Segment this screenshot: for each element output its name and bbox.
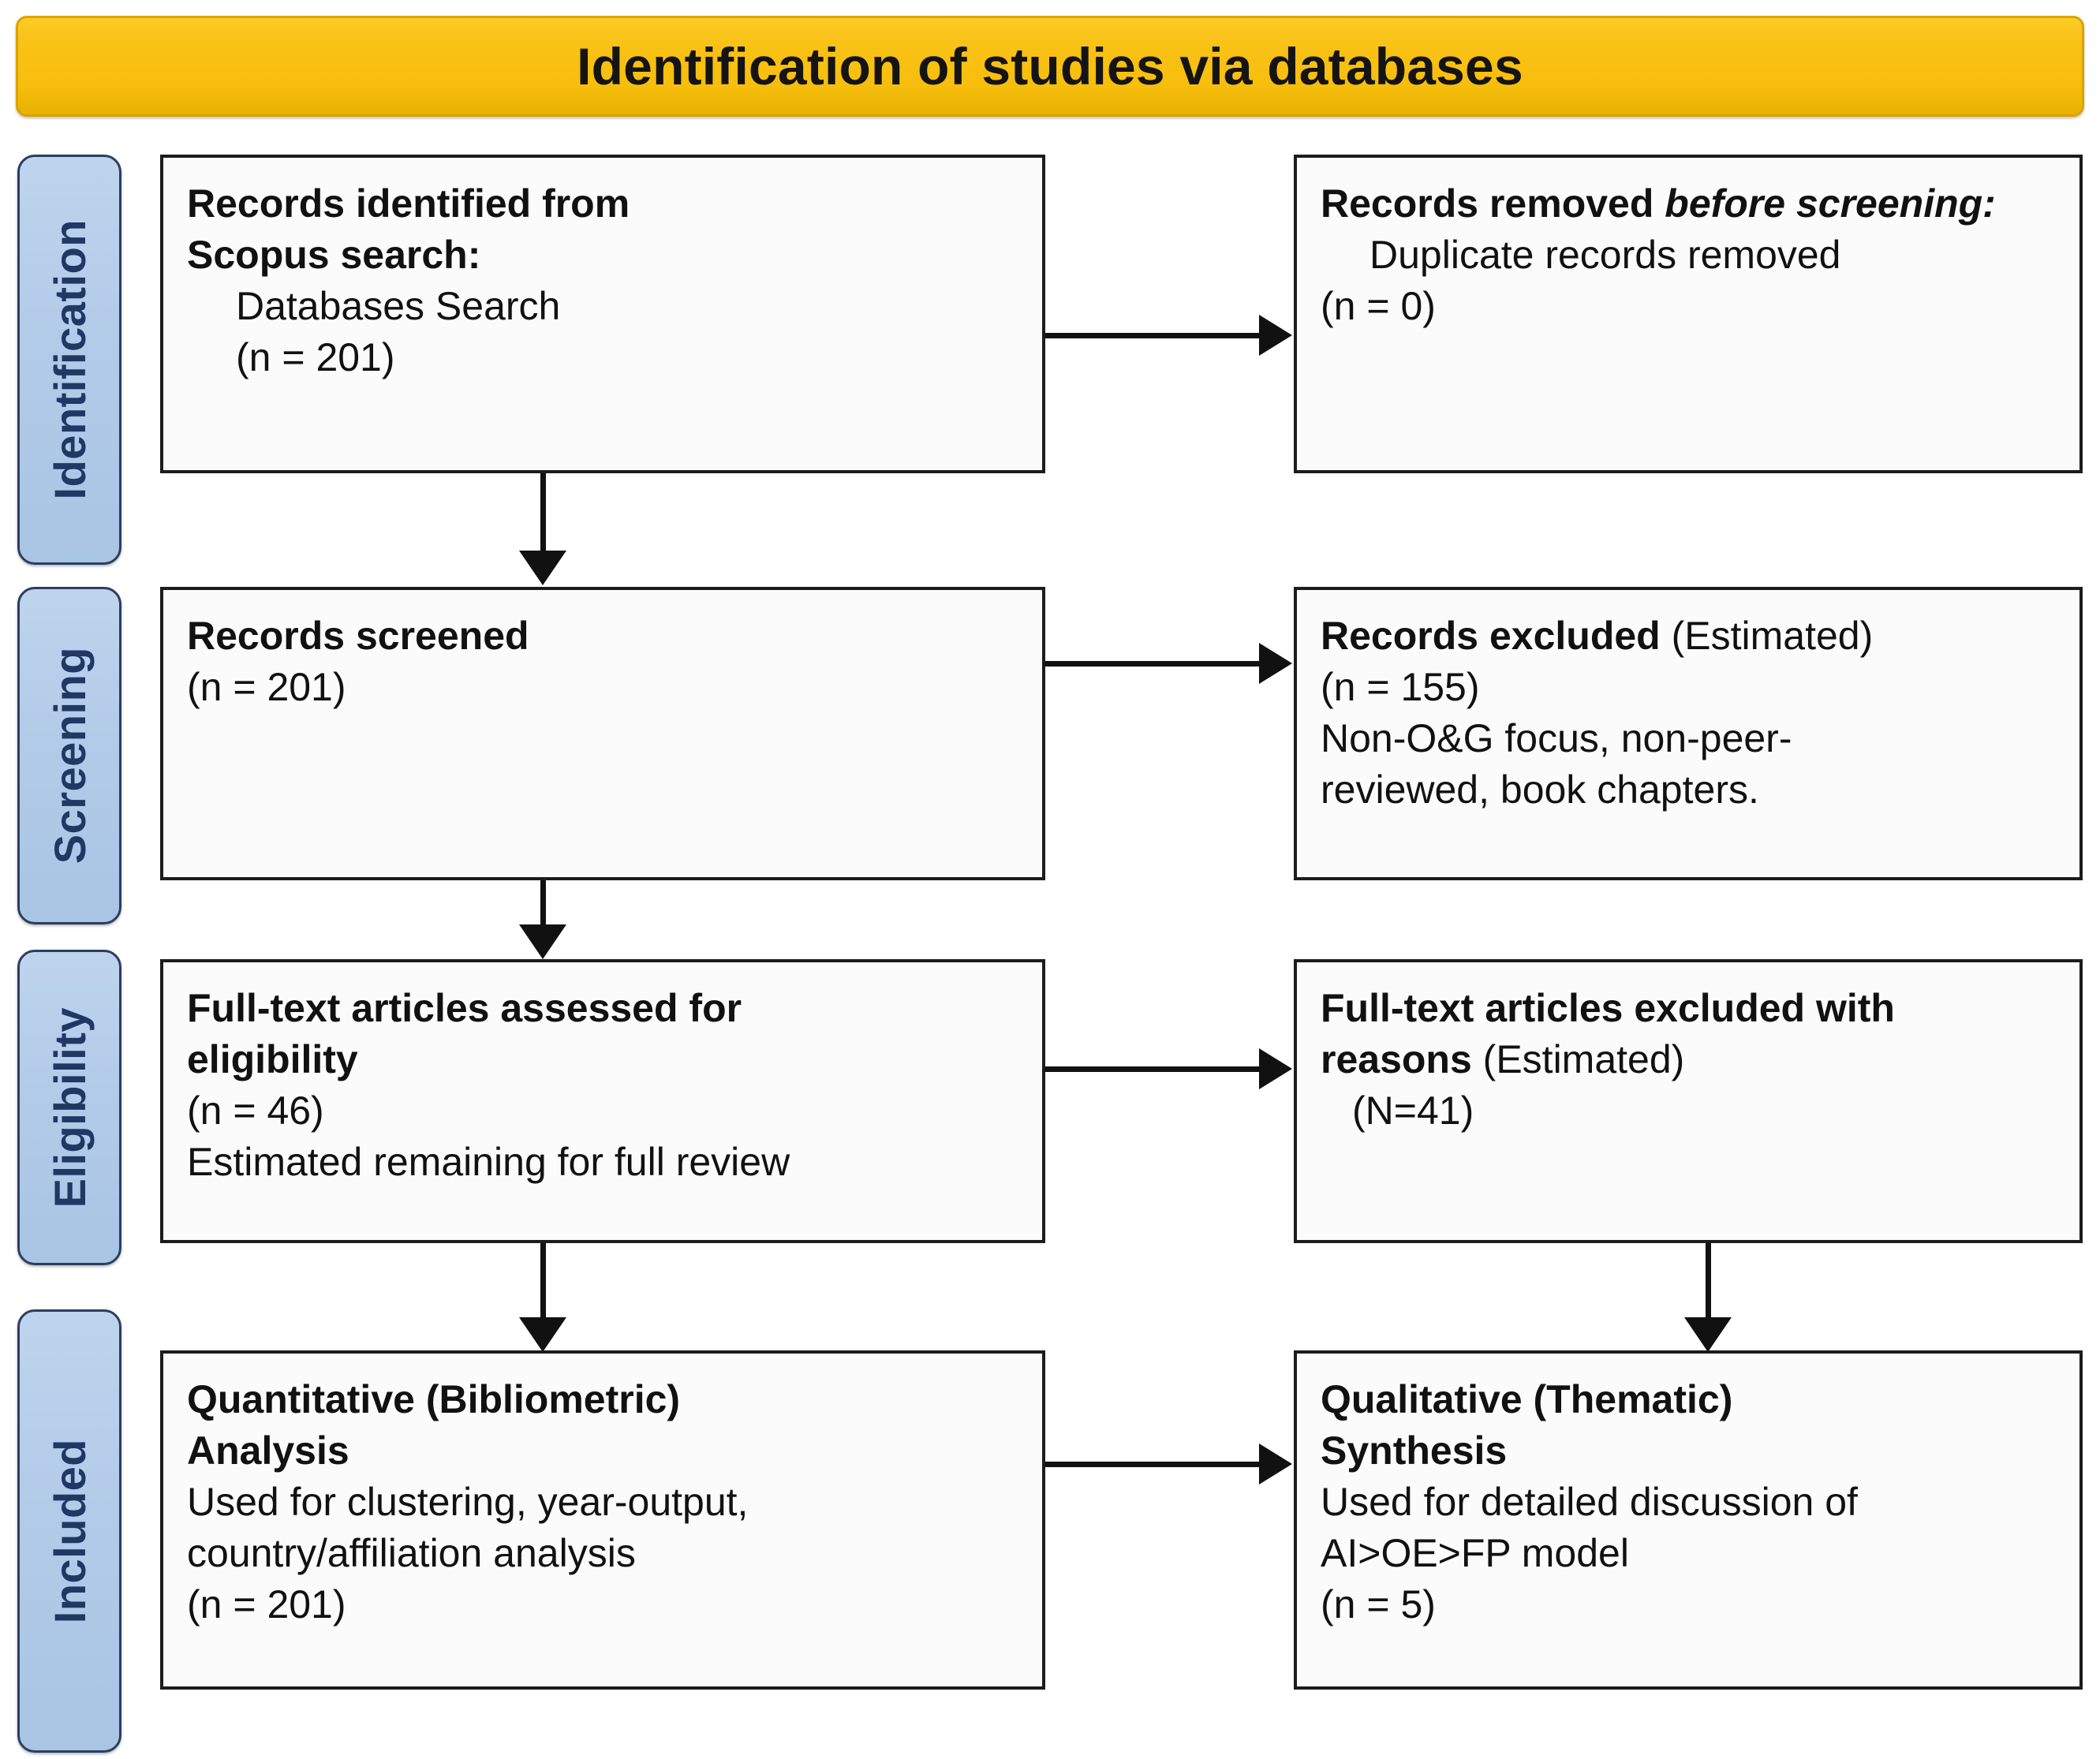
records-excluded-heading: Records excluded [1321,614,1672,658]
arrowhead-fulltext-to-quantitative [519,1317,566,1352]
connector-screened-to-fulltext [540,880,546,929]
stage-label-screening-text: Screening [44,647,95,865]
stage-label-included: Included [17,1309,121,1753]
connector-quantitative-to-qualitative [1045,1462,1261,1467]
box-fulltext-assessed: Full-text articles assessed for eligibil… [160,959,1045,1243]
stage-label-screening: Screening [17,587,121,924]
records-excluded-reason-line2: reviewed, book chapters. [1321,767,1759,812]
fulltext-assessed-count: (n = 46) [187,1089,324,1133]
qualitative-heading-line2: Synthesis [1321,1428,1508,1473]
records-excluded-reason-line1: Non-O&G focus, non-peer- [1321,716,1792,760]
box-quantitative-analysis: Quantitative (Bibliometric) Analysis Use… [160,1350,1045,1690]
box-records-excluded: Records excluded (Estimated) (n = 155) N… [1294,587,2083,880]
quantitative-count: (n = 201) [187,1582,346,1626]
fulltext-assessed-note: Estimated remaining for full review [187,1140,790,1184]
connector-fulltext-to-quantitative [540,1243,546,1320]
fulltext-excluded-count: (N=41) [1352,1089,1474,1133]
arrowhead-screened-to-excluded [1259,643,1292,684]
connector-identified-to-screened [540,473,546,552]
qualitative-desc-line2: AI>OE>FP model [1321,1531,1629,1575]
qualitative-desc-line1: Used for detailed discussion of [1321,1480,1858,1524]
fulltext-assessed-heading-line2: eligibility [187,1037,358,1081]
records-excluded-count: (n = 155) [1321,665,1480,709]
records-excluded-heading-note: (Estimated) [1671,614,1874,658]
records-screened-count: (n = 201) [187,665,346,709]
quantitative-desc-line2: country/affiliation analysis [187,1531,636,1575]
records-removed-detail: Duplicate records removed [1369,233,1841,277]
box-records-removed: Records removed before screening: Duplic… [1294,155,2083,473]
diagram-title: Identification of studies via databases [577,37,1523,95]
arrowhead-screened-to-fulltext [519,924,566,959]
arrowhead-ftexcluded-to-qualitative [1684,1317,1732,1352]
connector-fulltext-to-excluded [1045,1066,1261,1072]
arrowhead-identified-to-screened [519,551,566,585]
records-removed-heading-italic: before screening: [1665,181,1996,226]
connector-ftexcluded-to-qualitative [1706,1243,1711,1320]
records-identified-heading: Records identified from [187,181,630,226]
box-records-identified: Records identified from Scopus search: D… [160,155,1045,473]
fulltext-excluded-heading-line1: Full-text articles excluded with [1321,986,1895,1030]
quantitative-desc-line1: Used for clustering, year-output, [187,1480,749,1524]
box-fulltext-excluded: Full-text articles excluded with reasons… [1294,959,2083,1243]
records-removed-heading: Records removed [1321,181,1665,226]
records-removed-count: (n = 0) [1321,284,1436,328]
stage-label-identification-text: Identification [44,219,95,500]
records-identified-count: (n = 201) [236,335,395,379]
arrowhead-fulltext-to-excluded [1259,1048,1292,1089]
stage-label-eligibility-text: Eligibility [44,1006,95,1208]
records-identified-subheading: Scopus search: [187,233,481,277]
fulltext-excluded-heading-line2: reasons [1321,1037,1483,1081]
quantitative-heading-line1: Quantitative (Bibliometric) [187,1377,681,1421]
connector-identified-to-removed [1045,333,1261,338]
stage-label-included-text: Included [44,1438,95,1624]
quantitative-heading-line2: Analysis [187,1428,349,1473]
arrowhead-identified-to-removed [1259,315,1292,356]
diagram-header-banner: Identification of studies via databases [16,16,2084,117]
connector-screened-to-excluded [1045,661,1261,667]
qualitative-count: (n = 5) [1321,1582,1436,1626]
box-qualitative-synthesis: Qualitative (Thematic) Synthesis Used fo… [1294,1350,2083,1690]
records-identified-detail: Databases Search [236,284,561,328]
qualitative-heading-line1: Qualitative (Thematic) [1321,1377,1733,1421]
records-screened-heading: Records screened [187,614,529,658]
stage-label-eligibility: Eligibility [17,950,121,1265]
box-records-screened: Records screened (n = 201) [160,587,1045,880]
arrowhead-quantitative-to-qualitative [1259,1443,1292,1485]
stage-label-identification: Identification [17,155,121,565]
fulltext-excluded-heading-note: (Estimated) [1482,1037,1685,1081]
fulltext-assessed-heading-line1: Full-text articles assessed for [187,986,742,1030]
